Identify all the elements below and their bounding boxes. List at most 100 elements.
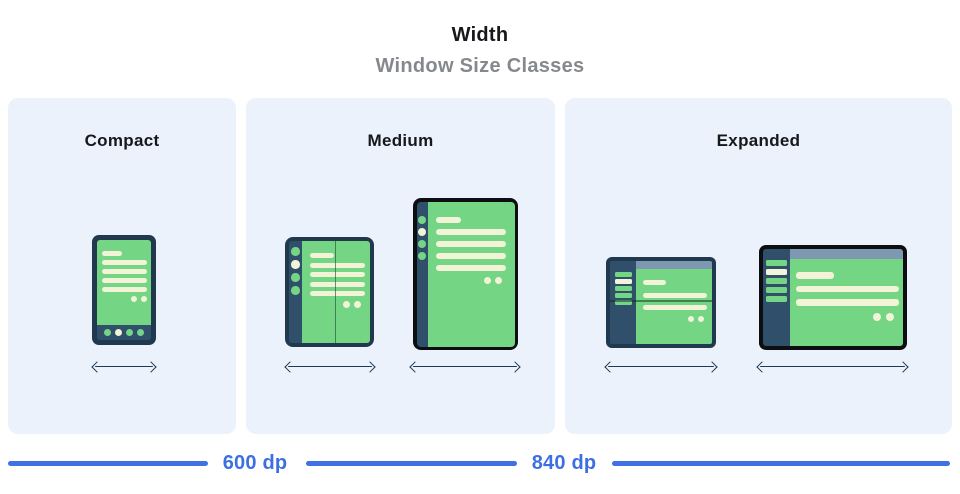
diagram-title: Width	[451, 24, 509, 46]
diagram-header: Width Window Size Classes	[0, 24, 960, 78]
rail-dot	[417, 227, 427, 236]
skeleton-line	[435, 228, 506, 235]
rail-dot	[417, 251, 427, 260]
dot	[688, 315, 694, 322]
fold-line-horizontal	[610, 300, 712, 302]
diagram-subtitle: Window Size Classes	[375, 55, 585, 77]
nav-rail	[610, 261, 636, 344]
skeleton-dots	[102, 296, 151, 302]
skeleton-line	[435, 252, 506, 259]
nav-dot	[137, 329, 144, 336]
foldable-landscape-screen	[636, 261, 712, 344]
skeleton-dots	[796, 312, 903, 321]
panel-medium-title: Medium	[367, 131, 434, 150]
skeleton-line	[102, 260, 147, 265]
rail-bar	[614, 272, 632, 277]
tablet-screen	[427, 201, 515, 347]
dot	[131, 296, 137, 302]
rail-bar	[614, 286, 632, 291]
fold-line-vertical	[334, 241, 337, 343]
arrow-shaft	[608, 365, 714, 368]
screen-content	[790, 259, 903, 346]
foldable-portrait-illustration	[285, 237, 374, 347]
skeleton-line	[310, 272, 365, 277]
panel-medium: Medium	[246, 98, 555, 434]
nav-rail	[763, 249, 790, 346]
dot	[494, 276, 502, 284]
skeleton-line	[102, 251, 122, 256]
tablet-landscape-screen	[790, 249, 903, 346]
skeleton-line	[643, 292, 707, 298]
arrow-shaft	[760, 365, 905, 368]
phone-nav-bar	[97, 325, 151, 340]
rail-bar	[614, 293, 632, 298]
screen-content	[636, 269, 712, 344]
panel-expanded-title: Expanded	[716, 131, 801, 150]
skeleton-line	[102, 269, 147, 274]
ruler-segment	[306, 461, 517, 466]
skeleton-line	[796, 299, 899, 306]
rail-bar	[766, 278, 787, 284]
skeleton-line	[796, 285, 899, 292]
skeleton-line	[643, 305, 707, 310]
rail-dot	[291, 286, 300, 295]
app-top-bar	[790, 249, 903, 259]
rail-dot	[291, 273, 300, 282]
width-arrow-icon	[285, 360, 375, 373]
tablet-portrait-illustration	[413, 198, 518, 350]
skeleton-line	[310, 281, 365, 287]
arrow-shaft	[288, 365, 372, 368]
skeleton-dots	[643, 315, 712, 322]
ruler-segment	[612, 461, 950, 466]
dot	[886, 312, 894, 321]
skeleton-dots	[436, 276, 515, 284]
skeleton-line	[435, 240, 506, 247]
panel-compact-title: Compact	[84, 131, 160, 150]
arrow-shaft	[95, 365, 153, 368]
ruler-segment	[8, 461, 208, 466]
skeleton-line	[310, 253, 334, 258]
rail-dot	[417, 239, 427, 248]
foldable-screen	[302, 241, 370, 343]
dot	[141, 296, 147, 302]
rail-bar	[766, 269, 787, 275]
dot	[483, 276, 491, 284]
dot	[354, 300, 361, 308]
skeleton-line	[102, 278, 147, 283]
rail-bar	[614, 279, 632, 284]
rail-dot	[291, 247, 300, 256]
nav-rail	[289, 241, 302, 343]
arrow-shaft	[413, 365, 517, 368]
skeleton-line	[310, 262, 365, 268]
skeleton-line	[310, 291, 365, 296]
app-top-bar	[636, 261, 712, 269]
nav-rail	[416, 201, 428, 347]
tablet-landscape-illustration	[759, 245, 907, 350]
rail-bar	[766, 296, 787, 302]
rail-bar	[766, 287, 787, 293]
rail-bar	[614, 300, 632, 305]
dot	[698, 315, 704, 322]
skeleton-line	[796, 272, 834, 279]
nav-dot	[126, 329, 133, 336]
nav-dot	[104, 329, 111, 336]
dot	[873, 312, 881, 321]
skeleton-line	[435, 264, 506, 271]
skeleton-dots	[310, 300, 370, 308]
rail-bar	[766, 260, 787, 266]
breakpoint-label-600dp: 600 dp	[222, 452, 288, 474]
nav-dot	[115, 329, 122, 336]
phone-illustration	[92, 235, 156, 345]
width-arrow-icon	[757, 360, 908, 373]
rail-dot	[417, 215, 427, 224]
rail-dot	[291, 260, 300, 269]
width-arrow-icon	[410, 360, 520, 373]
skeleton-line	[102, 287, 147, 292]
skeleton-line	[435, 216, 461, 223]
breakpoint-label-840dp: 840 dp	[531, 452, 597, 474]
skeleton-line	[643, 280, 666, 285]
panel-compact: Compact	[8, 98, 236, 434]
width-arrow-icon	[605, 360, 717, 373]
phone-screen	[97, 240, 151, 325]
